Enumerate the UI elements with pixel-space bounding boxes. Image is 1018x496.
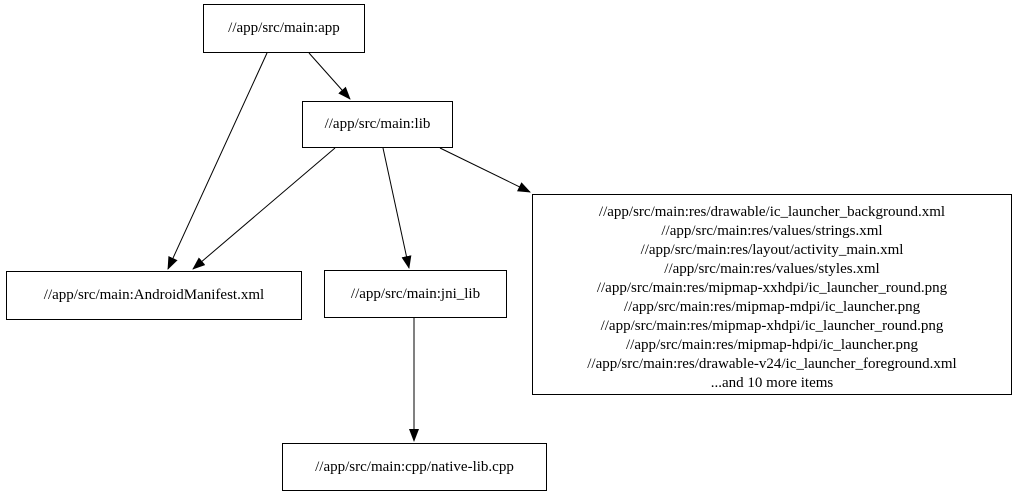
res-group-line: //app/src/main:res/mipmap-mdpi/ic_launch… bbox=[623, 299, 921, 315]
node-android-manifest: //app/src/main:AndroidManifest.xml bbox=[6, 271, 302, 320]
edge-lib-to-jni-lib bbox=[382, 147, 412, 269]
edge-lib-to-androidmanifest bbox=[192, 147, 336, 270]
node-app-label: //app/src/main:app bbox=[228, 20, 340, 36]
edge-app-to-androidmanifest bbox=[167, 52, 268, 270]
node-android-manifest-label: //app/src/main:AndroidManifest.xml bbox=[43, 287, 265, 303]
node-lib-label: //app/src/main:lib bbox=[324, 116, 431, 132]
res-group-line: //app/src/main:res/mipmap-xxhdpi/ic_laun… bbox=[596, 280, 948, 296]
res-group-line: //app/src/main:res/values/strings.xml bbox=[661, 223, 883, 239]
res-group-line: //app/src/main:res/values/styles.xml bbox=[664, 261, 880, 277]
res-group-line: //app/src/main:res/mipmap-hdpi/ic_launch… bbox=[625, 337, 918, 353]
node-native-lib-cpp: //app/src/main:cpp/native-lib.cpp bbox=[282, 443, 547, 491]
res-group-line: //app/src/main:res/drawable/ic_launcher_… bbox=[598, 204, 946, 220]
node-app: //app/src/main:app bbox=[203, 4, 365, 53]
node-lib: //app/src/main:lib bbox=[302, 101, 453, 148]
res-group-line: //app/src/main:res/mipmap-xhdpi/ic_launc… bbox=[600, 318, 944, 334]
edge-lib-to-res-group bbox=[439, 147, 531, 193]
node-jni-lib-label: //app/src/main:jni_lib bbox=[350, 285, 481, 302]
node-res-group: //app/src/main:res/drawable/ic_launcher_… bbox=[532, 194, 1012, 395]
res-group-more-items: ...and 10 more items bbox=[710, 375, 834, 391]
res-group-line: //app/src/main:res/drawable-v24/ic_launc… bbox=[587, 356, 957, 372]
edge-app-to-lib bbox=[308, 52, 351, 100]
res-group-line: //app/src/main:res/layout/activity_main.… bbox=[640, 242, 904, 258]
node-jni-lib: //app/src/main:jni_lib bbox=[324, 270, 507, 318]
node-native-lib-cpp-label: //app/src/main:cpp/native-lib.cpp bbox=[315, 458, 514, 475]
